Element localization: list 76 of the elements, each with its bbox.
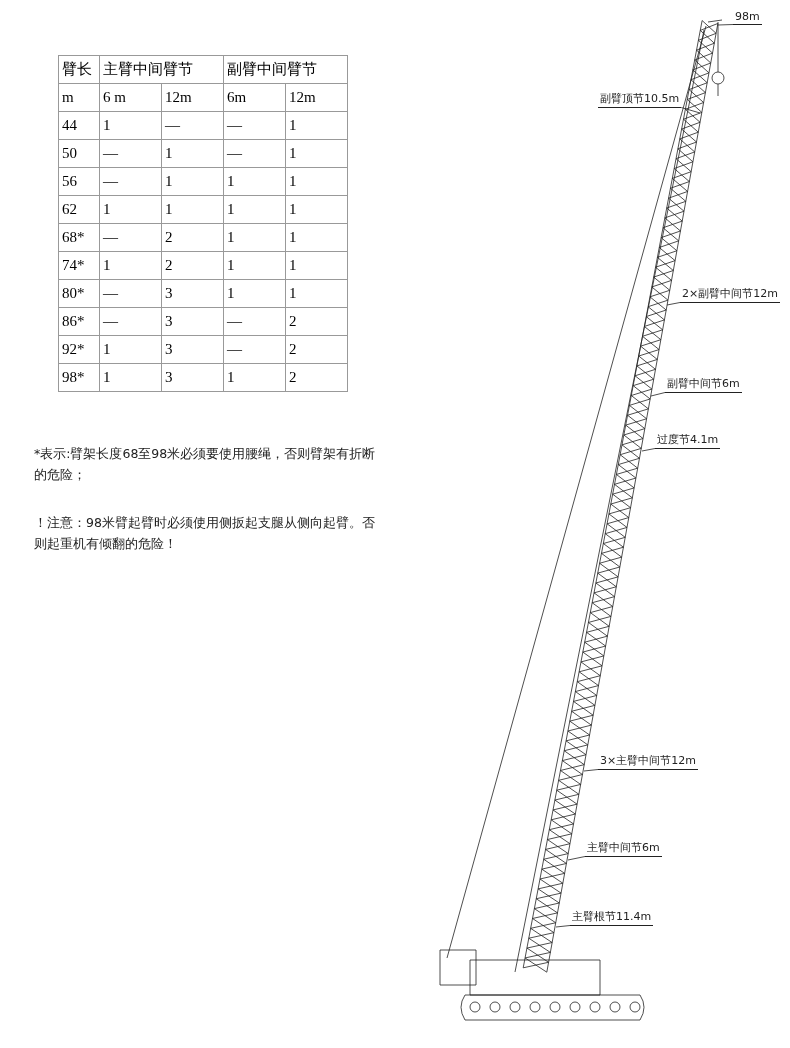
table-cell: 1	[99, 251, 162, 280]
table-cell: 1	[223, 363, 286, 392]
table-cell: 6m	[223, 83, 286, 112]
table-cell: 6 m	[99, 83, 162, 112]
callout-label: 98m	[733, 10, 762, 25]
table-cell: —	[161, 111, 224, 140]
table-cell: 68*	[58, 223, 100, 252]
table-cell: 2	[161, 251, 224, 280]
table-cell: 1	[161, 139, 224, 168]
callout-label: 主臂根节11.4m	[570, 909, 654, 926]
table-cell: 86*	[58, 307, 100, 336]
callout-label: 过度节4.1m	[655, 432, 721, 449]
table-cell: —	[223, 111, 286, 140]
table-cell: 1	[99, 335, 162, 364]
table-cell: 1	[285, 251, 348, 280]
table-cell: 1	[99, 195, 162, 224]
table-cell: —	[223, 335, 286, 364]
table-cell: 1	[285, 195, 348, 224]
table-cell: 1	[223, 167, 286, 196]
table-cell: 50	[58, 139, 100, 168]
table-cell: 80*	[58, 279, 100, 308]
table-cell: 1	[285, 139, 348, 168]
leader-line	[680, 107, 701, 114]
callout-label: 主臂中间节6m	[585, 840, 662, 857]
table-cell: 1	[161, 167, 224, 196]
note-text: *表示:臂架长度68至98米必须要使用腰绳，否则臂架有折断的危险；	[34, 445, 377, 484]
table-cell: 1	[285, 167, 348, 196]
table-cell: 2	[285, 307, 348, 336]
table-cell: 12m	[161, 83, 224, 112]
callout-label: 副臂顶节10.5m	[598, 91, 682, 108]
table-cell: 副臂中间臂节	[223, 55, 348, 84]
callout-label: 2×副臂中间节12m	[680, 286, 780, 303]
leader-line	[641, 448, 656, 452]
table-cell: —	[223, 307, 286, 336]
callout-label: 副臂中间节6m	[665, 376, 742, 393]
table-cell: 1	[161, 195, 224, 224]
leader-line	[717, 24, 734, 26]
table-cell: 1	[285, 223, 348, 252]
table-cell: 臂长	[58, 55, 100, 84]
note-text: ！注意：98米臂起臂时必须使用侧扳起支腿从侧向起臂。否则起重机有倾翻的危险！	[34, 514, 376, 553]
table-cell: 92*	[58, 335, 100, 364]
table-cell: —	[99, 279, 162, 308]
callout-label: 3×主臂中间节12m	[598, 753, 698, 770]
table-cell: 3	[161, 307, 224, 336]
table-cell: 74*	[58, 251, 100, 280]
table-cell: —	[223, 139, 286, 168]
table-cell: —	[99, 307, 162, 336]
table-cell: m	[58, 83, 100, 112]
table-cell: 1	[99, 111, 162, 140]
table-cell: 1	[285, 279, 348, 308]
table-cell: 98*	[58, 363, 100, 392]
leader-line	[650, 392, 666, 397]
leader-line	[583, 769, 599, 772]
table-cell: 2	[161, 223, 224, 252]
table-cell: 3	[161, 335, 224, 364]
table-cell: —	[99, 139, 162, 168]
table-cell: 44	[58, 111, 100, 140]
table-cell: 62	[58, 195, 100, 224]
table-cell: 2	[285, 363, 348, 392]
table-cell: 主臂中间臂节	[99, 55, 224, 84]
leader-line	[567, 856, 586, 861]
table-cell: 12m	[285, 83, 348, 112]
table-cell: 3	[161, 363, 224, 392]
table-cell: 1	[223, 223, 286, 252]
table-cell: —	[99, 223, 162, 252]
table-cell: 2	[285, 335, 348, 364]
table-cell: 1	[223, 251, 286, 280]
leader-line	[666, 302, 681, 306]
table-cell: 56	[58, 167, 100, 196]
table-cell: 1	[223, 195, 286, 224]
table-cell: —	[99, 167, 162, 196]
leader-line	[555, 925, 571, 928]
table-cell: 1	[285, 111, 348, 140]
table-cell: 1	[99, 363, 162, 392]
table-cell: 3	[161, 279, 224, 308]
table-cell: 1	[223, 279, 286, 308]
